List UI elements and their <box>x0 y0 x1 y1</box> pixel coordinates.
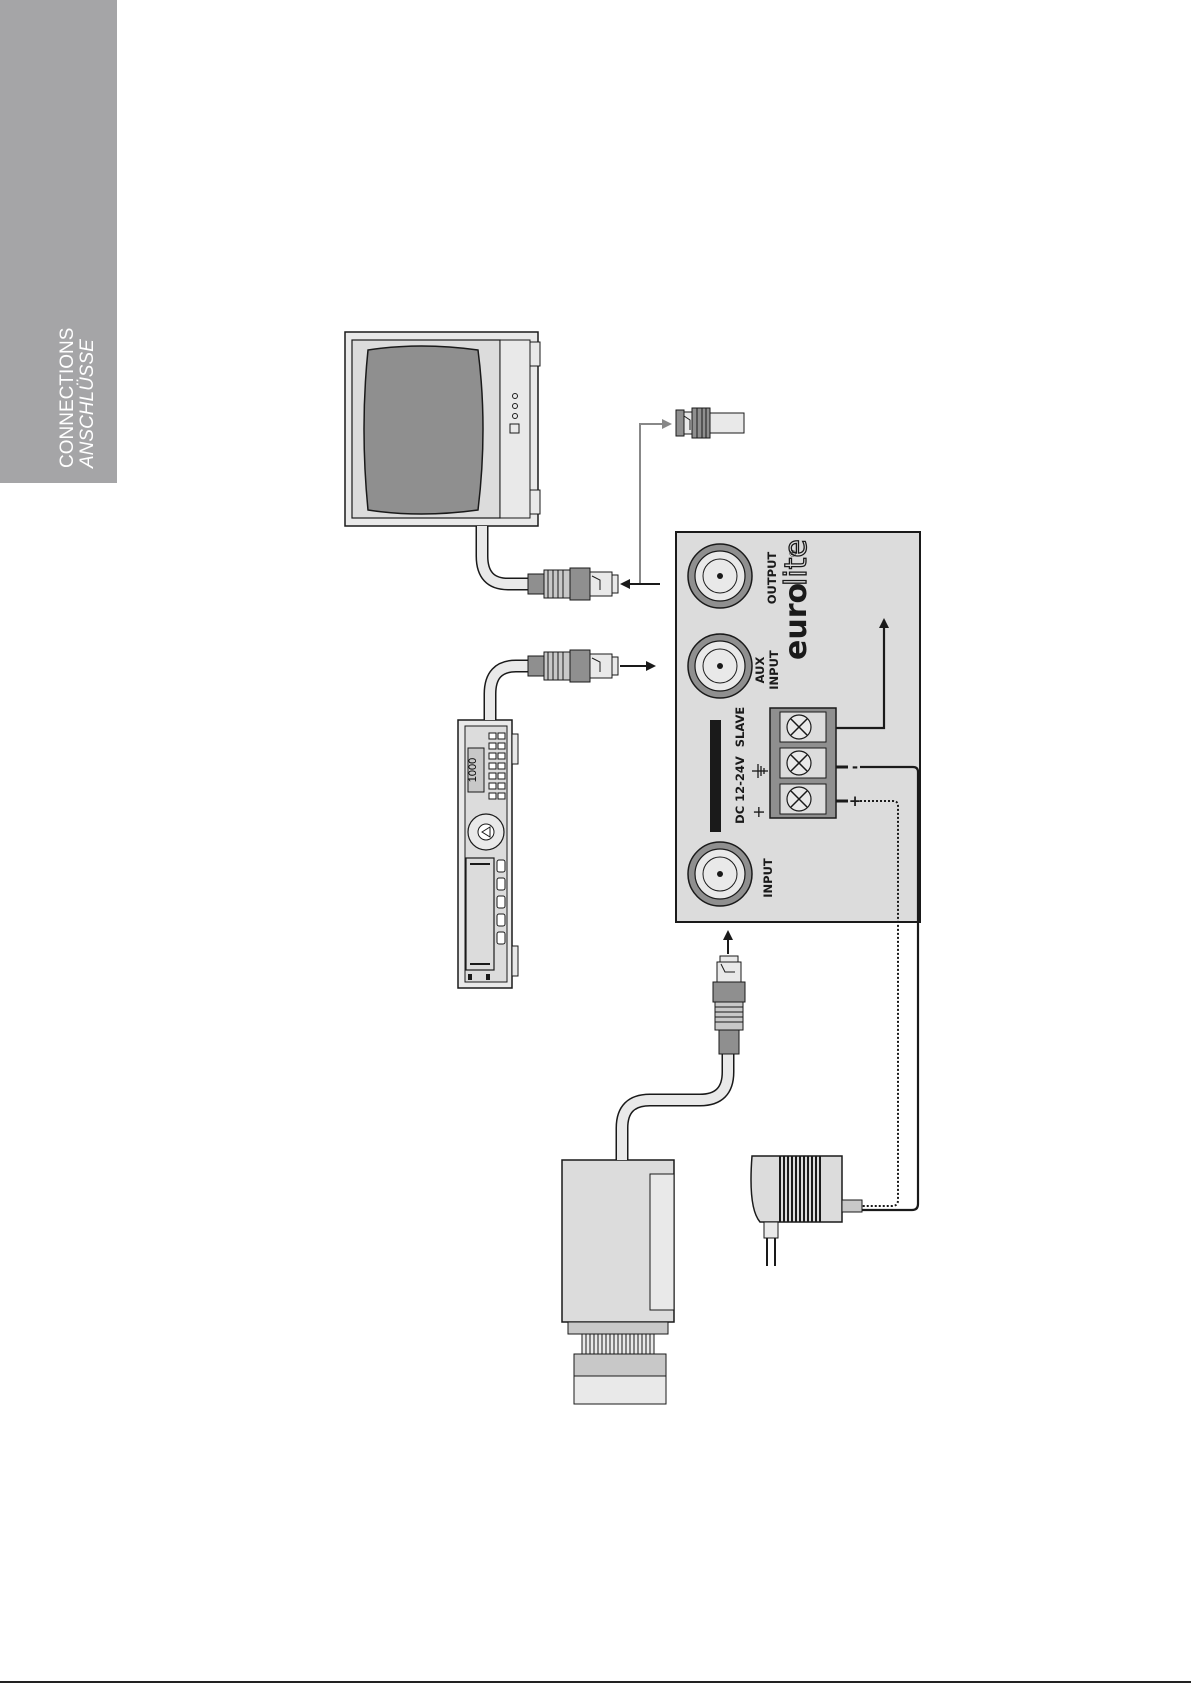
terminal-screw-plus <box>787 787 811 811</box>
brand-registered-mark: ® <box>789 549 799 558</box>
label-slave: SLAVE <box>733 707 747 748</box>
brand-logo-lite: lite <box>779 539 814 586</box>
label-output: OUTPUT <box>765 552 779 605</box>
recorder-bnc-plug <box>528 650 618 682</box>
optional-terminator-arrow <box>640 424 670 584</box>
label-plus: + <box>749 805 768 818</box>
monitor-bnc-plug <box>528 568 618 600</box>
power-adapter <box>751 1156 862 1266</box>
video-recorder: 1000 <box>458 720 518 988</box>
label-input: INPUT <box>761 858 775 898</box>
camera-bnc-plug <box>713 956 745 1054</box>
aux-input-bnc-socket <box>688 634 752 698</box>
camera-cable <box>622 1052 728 1160</box>
bottom-divider <box>0 1681 1191 1683</box>
recorder-display-text: 1000 <box>467 758 479 782</box>
terminal-mark-plus: + <box>849 792 862 810</box>
monitor <box>345 332 540 526</box>
terminal-screw-slave <box>787 715 811 739</box>
monitor-cable <box>482 526 530 584</box>
terminal-mark-minus: - <box>852 758 858 776</box>
power-terminal-block <box>770 708 836 818</box>
status-led-bar <box>710 720 721 832</box>
brand-logo-euro: euro <box>779 583 814 660</box>
output-bnc-socket <box>688 544 752 608</box>
recorder-cable <box>490 666 530 720</box>
terminal-screw-ground <box>787 751 811 775</box>
cctv-camera <box>562 1160 674 1404</box>
label-aux: AUX <box>753 656 767 683</box>
recorder-tape-slot <box>466 858 494 970</box>
bnc-terminator <box>676 408 744 438</box>
label-dc-voltage: DC 12-24V <box>733 756 747 824</box>
input-bnc-socket <box>688 842 752 906</box>
